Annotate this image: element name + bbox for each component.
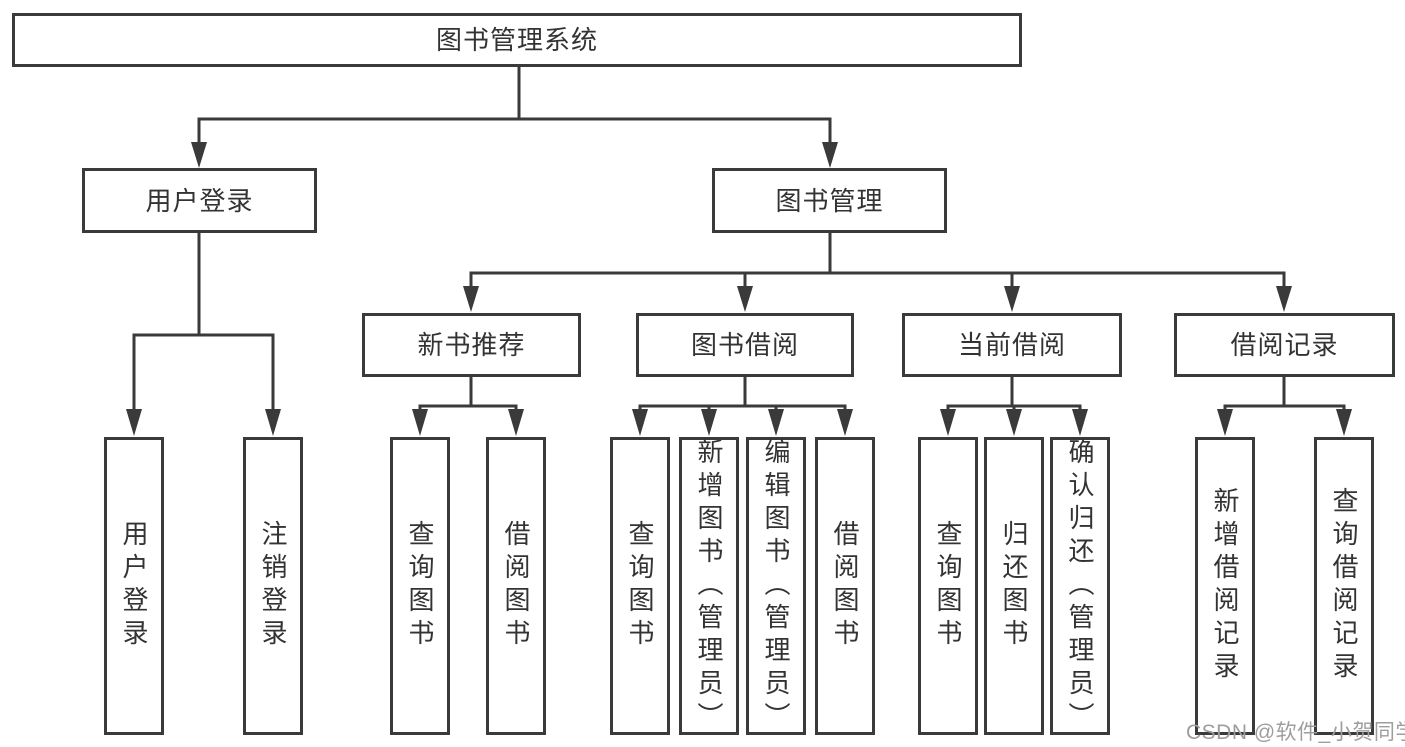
- connector-book-management-to-level3: [463, 231, 1292, 312]
- node-leaf-borrow-books-recommend-label: 借阅图书: [501, 520, 531, 652]
- arrowhead-icon: [1336, 409, 1352, 436]
- node-leaf-logout-label: 注销登录: [258, 520, 288, 652]
- node-leaf-add-borrow-record: 新增借阅记录: [1195, 437, 1255, 735]
- arrowhead-icon: [837, 409, 853, 436]
- node-leaf-add-books-admin: 新增图书（管理员）: [679, 437, 739, 735]
- node-leaf-user-login: 用户登录: [104, 437, 164, 735]
- node-leaf-edit-books-admin: 编辑图书（管理员）: [746, 437, 806, 735]
- arrowhead-icon: [632, 409, 648, 436]
- node-leaf-query-books-borrow-label: 查询图书: [625, 520, 655, 652]
- node-leaf-return-books-label: 归还图书: [999, 520, 1029, 652]
- node-current-borrow: 当前借阅: [902, 313, 1122, 377]
- arrowhead-icon: [191, 142, 207, 168]
- node-book-borrow-label: 图书借阅: [690, 330, 799, 360]
- node-leaf-borrow-books: 借阅图书: [815, 437, 875, 735]
- node-user-login-label: 用户登录: [145, 185, 254, 216]
- arrowhead-icon: [822, 142, 838, 168]
- connector-book-borrow-to-leaves: [632, 375, 853, 436]
- connector-new-book-recommend-to-leaves: [412, 375, 524, 436]
- node-leaf-query-borrow-record: 查询借阅记录: [1314, 437, 1374, 735]
- node-leaf-query-books-recommend-label: 查询图书: [405, 520, 435, 652]
- node-leaf-add-borrow-record-label: 新增借阅记录: [1210, 487, 1240, 685]
- node-leaf-return-books: 归还图书: [984, 437, 1044, 735]
- arrowhead-icon: [1004, 286, 1020, 312]
- node-leaf-add-books-admin-label: 新增图书（管理员）: [694, 437, 724, 735]
- node-book-management: 图书管理: [712, 168, 947, 233]
- arrowhead-icon: [265, 409, 281, 436]
- node-user-login: 用户登录: [82, 168, 317, 233]
- node-leaf-query-books-borrow: 查询图书: [610, 437, 670, 735]
- arrowhead-icon: [1217, 409, 1233, 436]
- arrowhead-icon: [508, 409, 524, 436]
- node-leaf-query-books-current-label: 查询图书: [933, 520, 963, 652]
- connector-current-borrow-to-leaves: [940, 375, 1088, 436]
- node-borrow-records-label: 借阅记录: [1230, 330, 1339, 360]
- node-book-management-label: 图书管理: [775, 185, 884, 216]
- arrowhead-icon: [701, 409, 717, 436]
- node-book-borrow: 图书借阅: [636, 313, 854, 377]
- node-new-book-recommend: 新书推荐: [362, 313, 581, 377]
- node-leaf-edit-books-admin-label: 编辑图书（管理员）: [761, 437, 791, 735]
- node-leaf-query-borrow-record-label: 查询借阅记录: [1329, 487, 1359, 685]
- node-current-borrow-label: 当前借阅: [957, 330, 1066, 360]
- node-new-book-recommend-label: 新书推荐: [417, 330, 526, 360]
- arrowhead-icon: [1006, 409, 1022, 436]
- node-leaf-user-login-label: 用户登录: [119, 520, 149, 652]
- connector-root-to-level2: [191, 64, 838, 168]
- node-root-label: 图书管理系统: [435, 25, 598, 55]
- node-root: 图书管理系统: [12, 13, 1022, 67]
- arrowhead-icon: [1072, 409, 1088, 436]
- node-leaf-borrow-books-recommend: 借阅图书: [486, 437, 546, 735]
- arrowhead-icon: [463, 286, 479, 312]
- node-leaf-borrow-books-label: 借阅图书: [830, 520, 860, 652]
- node-leaf-query-books-current: 查询图书: [918, 437, 978, 735]
- arrowhead-icon: [126, 409, 142, 436]
- node-leaf-query-books-recommend: 查询图书: [390, 437, 450, 735]
- node-borrow-records: 借阅记录: [1174, 313, 1395, 377]
- arrowhead-icon: [737, 286, 753, 312]
- arrowhead-icon: [1276, 286, 1292, 312]
- node-leaf-confirm-return-admin-label: 确认归还（管理员）: [1065, 437, 1095, 735]
- watermark: CSDN @软件_小贺同学: [1186, 721, 1405, 744]
- connector-borrow-records-to-leaves: [1217, 375, 1352, 436]
- arrowhead-icon: [768, 409, 784, 436]
- arrowhead-icon: [940, 409, 956, 436]
- node-leaf-logout: 注销登录: [243, 437, 303, 735]
- arrowhead-icon: [412, 409, 428, 436]
- node-leaf-confirm-return-admin: 确认归还（管理员）: [1050, 437, 1110, 735]
- connector-user-login-to-leaves: [126, 231, 281, 436]
